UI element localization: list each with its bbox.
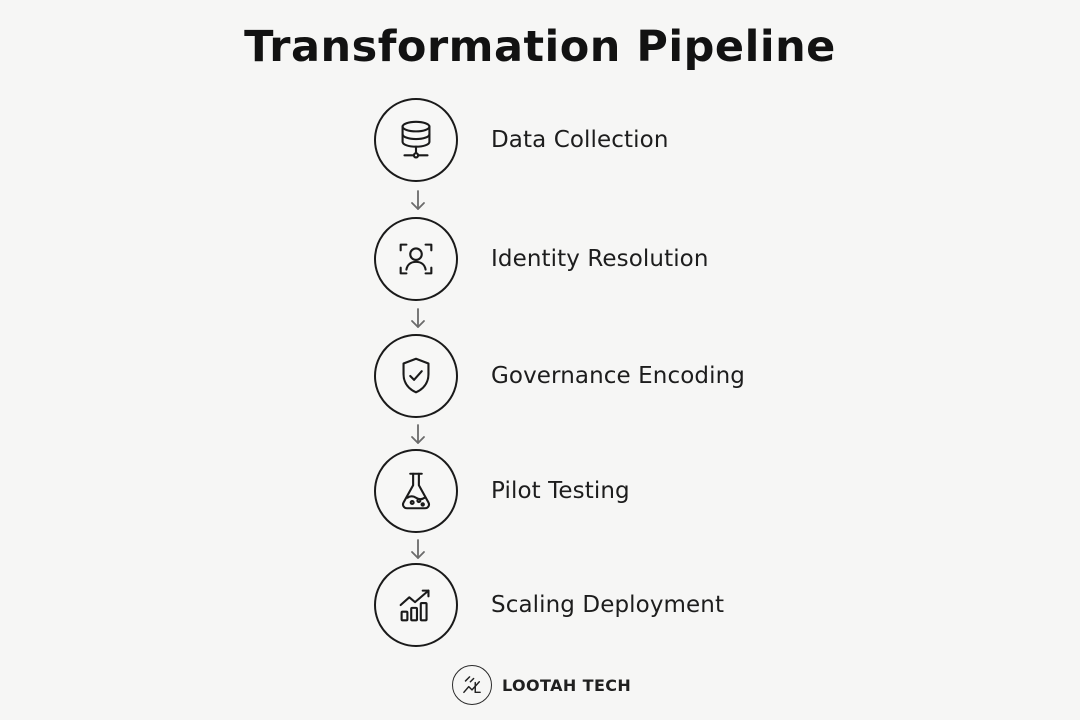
step-scaling-deployment: Scaling Deployment xyxy=(374,561,834,649)
arrow-down-icon xyxy=(406,306,430,332)
step-pilot-testing: Pilot Testing xyxy=(374,447,834,535)
user-scan-icon-circle xyxy=(374,217,458,301)
lootah-tech-logo-icon xyxy=(452,665,492,705)
arrow-down-icon xyxy=(406,422,430,448)
database-icon-circle xyxy=(374,98,458,182)
growth-chart-icon xyxy=(399,589,430,622)
step-label: Scaling Deployment xyxy=(491,592,725,618)
flask-icon xyxy=(401,472,431,510)
brand-footer: LOOTAH TECH xyxy=(452,663,631,707)
flask-icon-circle xyxy=(374,449,458,533)
shield-check-icon xyxy=(402,357,430,394)
database-icon xyxy=(401,120,431,159)
growth-chart-icon-circle xyxy=(374,563,458,647)
brand-name: LOOTAH TECH xyxy=(502,675,632,695)
step-identity-resolution: Identity Resolution xyxy=(374,215,834,303)
step-governance-encoding: Governance Encoding xyxy=(374,332,834,420)
step-label: Pilot Testing xyxy=(491,478,630,504)
shield-check-icon-circle xyxy=(374,334,458,418)
step-label: Governance Encoding xyxy=(491,363,745,389)
step-label: Identity Resolution xyxy=(491,246,709,272)
step-data-collection: Data Collection xyxy=(374,96,834,184)
arrow-down-icon xyxy=(406,537,430,563)
arrow-down-icon xyxy=(406,188,430,214)
page-title: Transformation Pipeline xyxy=(244,22,836,72)
user-scan-icon xyxy=(399,243,433,275)
step-label: Data Collection xyxy=(491,127,669,153)
